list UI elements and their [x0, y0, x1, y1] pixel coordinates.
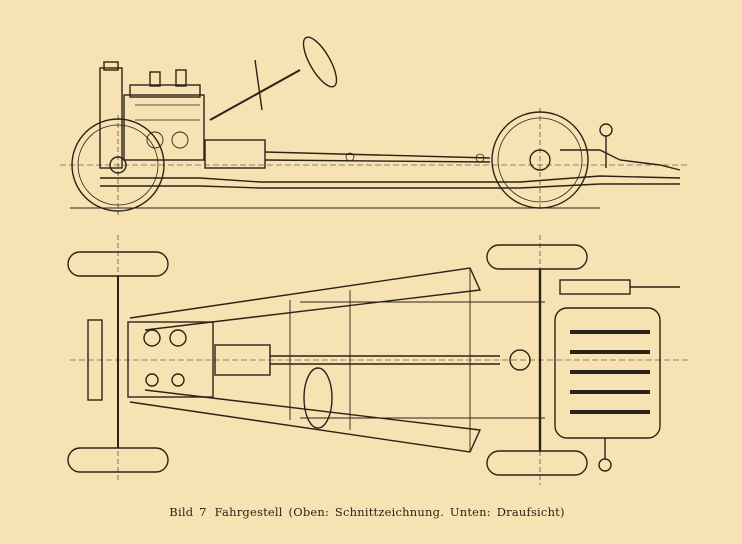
radiator-side: [99, 61, 123, 169]
frame-plan: [129, 267, 482, 453]
front-wheels-plan: [67, 251, 169, 473]
rear-wheels-plan: [486, 244, 588, 476]
steering-wheel-plan: [303, 367, 333, 429]
driveline-plan: [214, 344, 531, 376]
side-section-view: [60, 36, 690, 215]
engine-side: [123, 69, 205, 161]
gearbox-side: [204, 139, 266, 169]
spare-mount-plan: [559, 279, 631, 295]
plan-view: [67, 235, 690, 485]
propeller-shaft-side: [264, 151, 491, 163]
engine-plan: [127, 321, 214, 398]
rear-wheel-side: [491, 108, 589, 212]
figure-caption-text: Fahrgestell (Oben: Schnittzeichnung. Unt…: [214, 505, 565, 519]
steering-side: [209, 36, 338, 121]
figure-caption: Bild 7 Fahrgestell (Oben: Schnittzeichnun…: [0, 505, 742, 519]
fuel-tank-plan: [554, 307, 661, 439]
radiator-plan: [87, 319, 103, 401]
figure-number: Bild 7: [169, 505, 207, 519]
front-wheel-side: [71, 115, 165, 215]
